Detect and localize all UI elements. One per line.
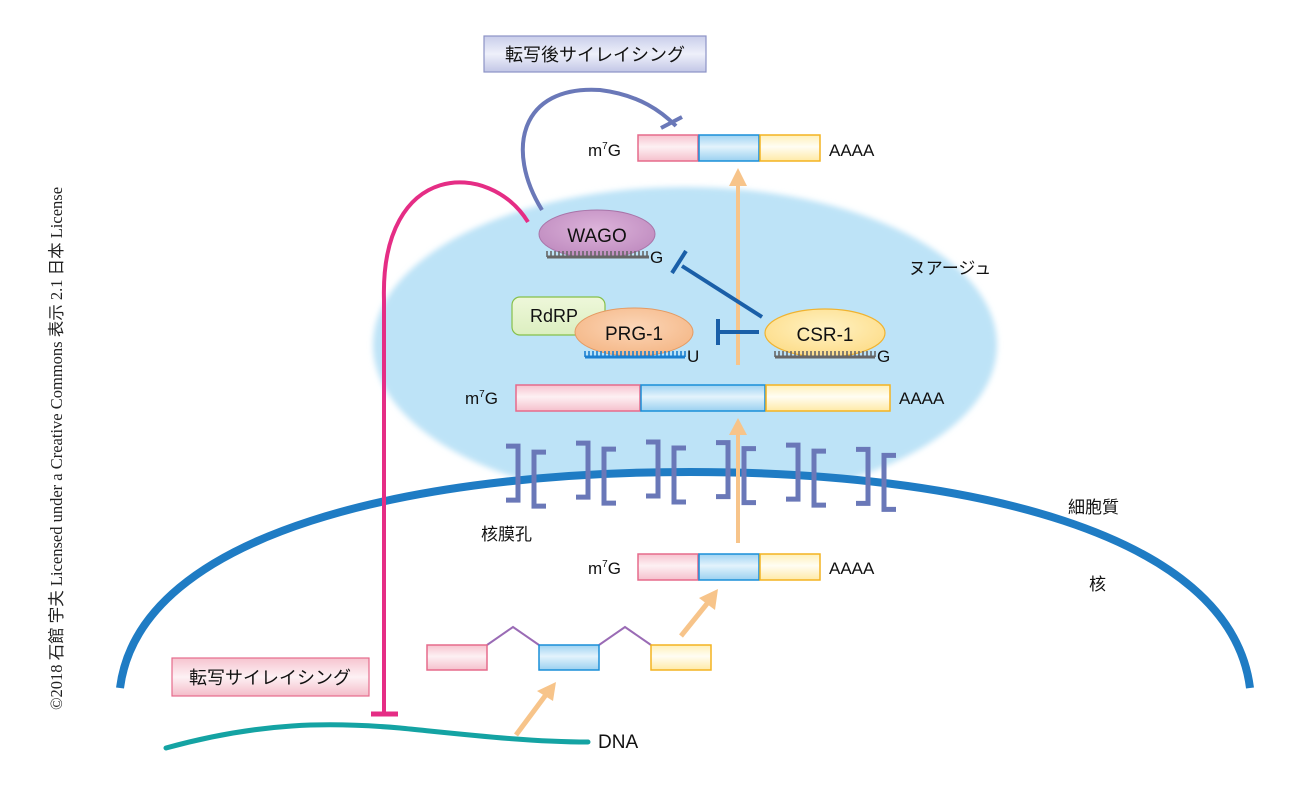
post-transcriptional-silencing-arc <box>520 87 678 212</box>
mrna-nuage-tail: AAAA <box>899 389 945 408</box>
transcription-arrow <box>513 690 551 737</box>
rdrp-label: RdRP <box>530 306 578 326</box>
nuclear-pore-bracket <box>601 446 616 506</box>
pre-mrna-exon-1 <box>426 644 488 671</box>
wago-label: WAGO <box>567 226 626 247</box>
transcription-arrowhead <box>537 682 556 701</box>
post-transcriptional-silencing-label: 転写後サイレイシング <box>505 45 685 65</box>
csr1-small-rna <box>774 351 876 359</box>
mrna-nucleus-tail: AAAA <box>829 559 875 578</box>
mrna-nuage-cap: m7G <box>465 389 498 408</box>
wago-complex: WAGO G <box>538 209 663 267</box>
mrna-cytoplasm-exon-3 <box>759 134 821 162</box>
csr1-complex: CSR-1 G <box>764 308 890 366</box>
nuage-exit-arrowhead <box>729 168 747 186</box>
post-transcriptional-silencing-bar <box>660 115 683 130</box>
export-arrowhead <box>729 418 747 435</box>
transcriptional-silencing-line <box>381 180 530 714</box>
nuclear-pore-bracket <box>716 440 731 500</box>
pre-mrna <box>426 625 712 671</box>
csr1-to-wago-line <box>680 264 764 319</box>
nuclear-pore-bracket <box>856 446 871 506</box>
csr1-inhibition <box>670 249 764 345</box>
wago-rna-end: G <box>650 248 663 267</box>
intron-2 <box>598 625 652 646</box>
mrna-nucleus-exon-1 <box>637 553 699 581</box>
mrna-cytoplasm-exon-2 <box>698 134 760 162</box>
license-credit: ©2018 石館 宇夫 Licensed under a Creative Co… <box>47 187 66 710</box>
transcriptional-silencing-label: 転写サイレイシング <box>189 668 351 688</box>
mrna-nucleus-exon-2 <box>698 553 760 581</box>
dna-strand <box>163 722 591 751</box>
wago-small-rna <box>546 251 649 259</box>
mrna-cytoplasm-tail: AAAA <box>829 141 875 160</box>
nuclear-pore-bracket <box>811 448 826 508</box>
csr1-label: CSR-1 <box>796 325 853 346</box>
transcriptional-silencing-label-box: 転写サイレイシング <box>171 657 370 697</box>
cytoplasm-label: 細胞質 <box>1068 498 1119 517</box>
prg1-complex: RdRP PRG-1 U <box>511 296 699 366</box>
prg1-rna-end: U <box>687 347 699 366</box>
nuclear-pore-bracket <box>881 452 896 512</box>
nuage-label: ヌアージュ <box>909 259 991 278</box>
mrna-nucleus: m7G AAAA <box>588 553 875 581</box>
nuclear-pore-bracket <box>646 439 661 499</box>
csr1-to-wago-bar <box>670 249 688 275</box>
dna-label: DNA <box>598 732 638 753</box>
nuclear-pore-bracket <box>506 443 521 503</box>
mrna-cytoplasm: m7G AAAA <box>588 134 875 162</box>
mrna-nucleus-exon-3 <box>759 553 821 581</box>
prg1-label: PRG-1 <box>605 324 663 345</box>
post-transcriptional-silencing-label-box: 転写後サイレイシング <box>483 35 707 73</box>
mrna-nucleus-cap: m7G <box>588 559 621 578</box>
mrna-cytoplasm-cap: m7G <box>588 141 621 160</box>
mrna-nuage: m7G AAAA <box>465 384 945 412</box>
nucleus-label: 核 <box>1089 575 1106 594</box>
mrna-nuage-exon-2 <box>640 384 766 412</box>
mrna-nuage-exon-1 <box>515 384 641 412</box>
nuage-region <box>373 187 997 503</box>
nuclear-pore-bracket <box>531 449 546 509</box>
pre-mrna-exon-2 <box>538 644 600 671</box>
nuclear-pore-bracket <box>671 445 686 505</box>
splicing-arrowhead <box>699 589 718 610</box>
nuclear-pore-bracket <box>786 442 801 502</box>
pre-mrna-exon-3 <box>650 644 712 671</box>
mrna-cytoplasm-exon-1 <box>637 134 699 162</box>
nuclear-pores <box>506 439 896 512</box>
prg1-small-rna <box>584 351 686 359</box>
splicing-arrow <box>679 598 712 638</box>
nuclear-pore-label: 核膜孔 <box>481 525 532 544</box>
intron-1 <box>486 625 540 646</box>
nuclear-membrane <box>116 467 1254 689</box>
process-arrows <box>513 168 747 737</box>
nuclear-pore-bracket <box>576 440 591 500</box>
mrna-nuage-exon-3 <box>765 384 891 412</box>
csr1-rna-end: G <box>877 347 890 366</box>
nuclear-pore-bracket <box>741 446 756 506</box>
